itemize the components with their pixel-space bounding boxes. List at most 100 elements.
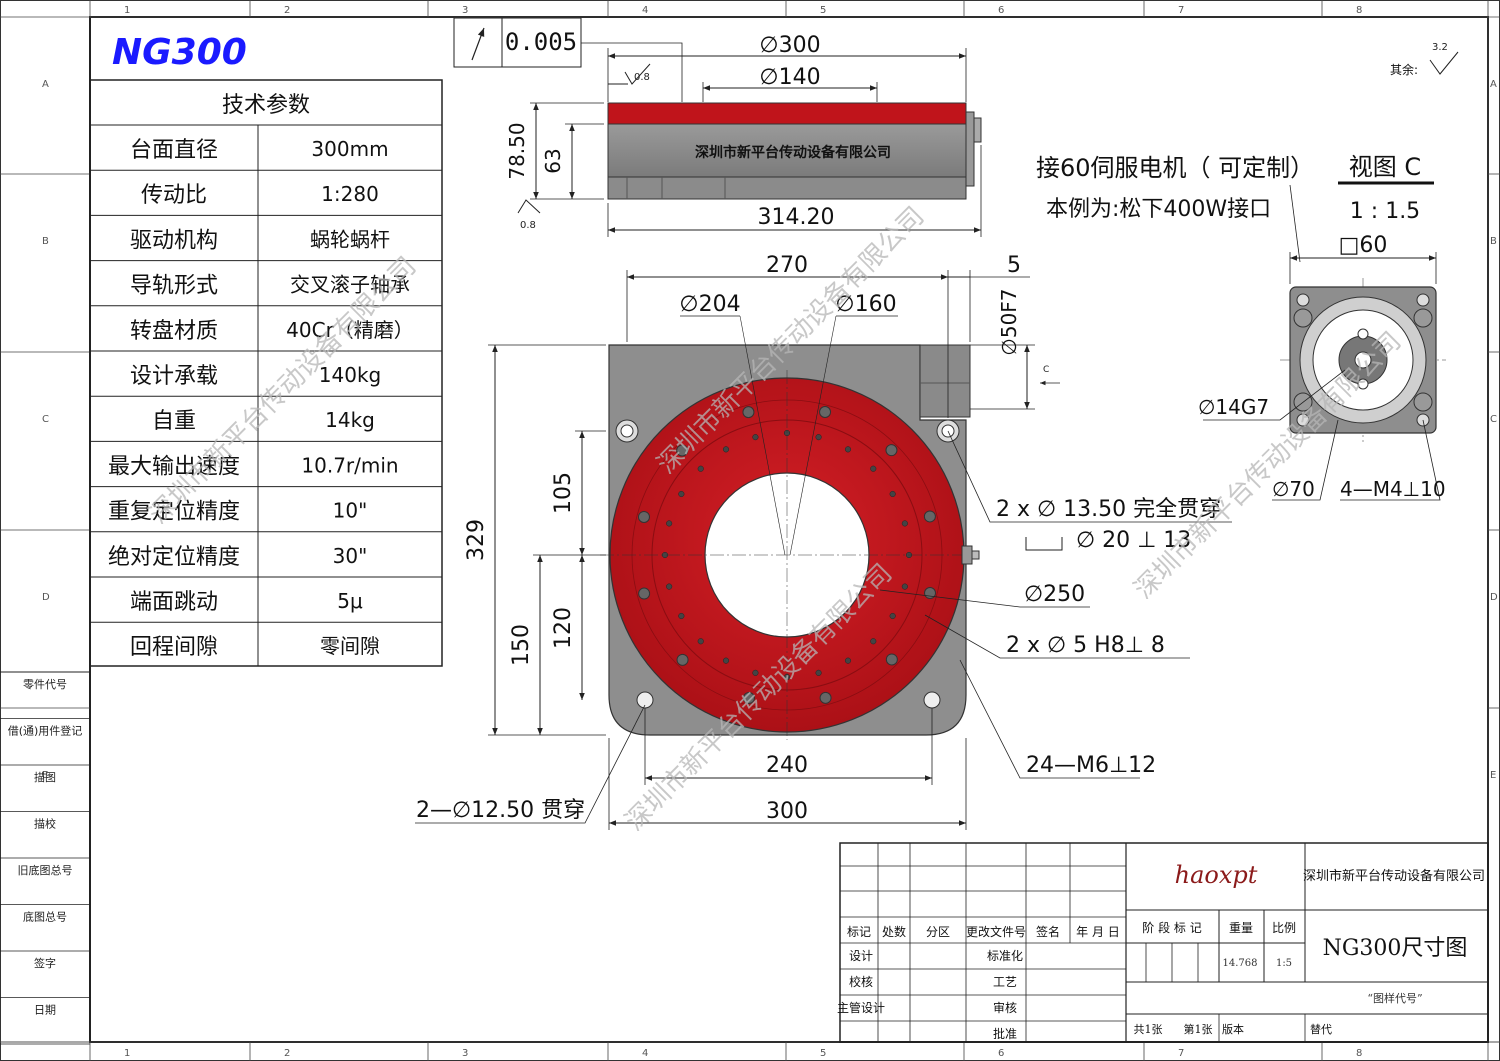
inner-bolt-hole	[666, 520, 673, 527]
inner-bolt-hole	[722, 657, 730, 664]
sheet-number: 第1张	[1184, 1022, 1213, 1036]
finish-symbol-bottom: 0.8	[517, 199, 541, 231]
top-view: 270 5 ∅204 ∅160 ∅50F7 C 329 105 120 150	[415, 253, 1446, 830]
side-strip-label: 日期	[34, 1004, 56, 1017]
spec-value: 140kg	[319, 363, 381, 387]
inner-bolt-hole	[697, 465, 704, 472]
spec-label: 传动比	[141, 183, 207, 208]
inner-bolt-hole	[678, 612, 685, 620]
spec-label: 回程间隙	[130, 635, 218, 660]
spec-value: 零间隙	[320, 634, 380, 658]
general-surface-finish: 其余: 3.2	[1390, 42, 1459, 77]
outer-bolt-hole	[819, 405, 832, 418]
spec-label: 驱动机构	[130, 228, 218, 253]
side-strip-label: 借(通)用件登记	[8, 724, 83, 738]
svg-text:深圳市新平台传动设备有限公司: 深圳市新平台传动设备有限公司	[1129, 326, 1408, 605]
motor-note-line1: 接60伺服电机（ 可定制）	[1036, 154, 1314, 182]
grid-row-label: B	[1490, 236, 1497, 247]
grid-col-label: 1	[124, 5, 130, 16]
side-pin	[961, 545, 980, 565]
dim-height-329: 329	[464, 519, 489, 561]
note-counterbore: ∅ 20 ⊥ 13	[1076, 528, 1191, 553]
grid-row-label: C	[1490, 414, 1497, 425]
dim-square-60: □60	[1339, 233, 1388, 258]
note-dia-250: ∅250	[1024, 582, 1085, 607]
spec-value: 40Cr（精磨）	[286, 318, 414, 342]
inner-bolt-hole	[870, 638, 877, 645]
grid-col-label: 2	[284, 5, 290, 16]
inner-bolt-hole	[697, 638, 704, 645]
dim-width-5: 5	[1007, 253, 1021, 278]
dim-dia-160: ∅160	[835, 292, 896, 317]
motor-mount-holes	[1293, 293, 1433, 427]
version-label: 版本	[1222, 1022, 1244, 1036]
grid-col-label: 1	[124, 1048, 130, 1059]
outer-bolt-hole	[638, 587, 651, 600]
inner-bolt-hole	[752, 434, 759, 441]
spec-label: 台面直径	[130, 138, 218, 163]
spec-label: 最大输出速度	[108, 454, 240, 479]
grid-row-label: D	[1490, 592, 1498, 603]
outer-bolt-hole	[637, 510, 650, 523]
spec-value: 300mm	[311, 137, 388, 161]
front-body	[607, 123, 967, 178]
grid-col-label: 5	[820, 1048, 826, 1059]
note-m6-threads: 24—M6⊥12	[1026, 753, 1156, 778]
title-block-role: 批准	[993, 1026, 1017, 1041]
drawing-code: “图样代号”	[1367, 991, 1422, 1005]
weight-label: 重量	[1229, 921, 1253, 935]
spec-value: 蜗轮蜗杆	[310, 227, 390, 251]
note-through-holes-13-50: 2 x ∅ 13.50 完全贯穿	[996, 497, 1221, 522]
grid-row-label: B	[42, 236, 49, 247]
inner-bolt-hole	[678, 490, 685, 498]
dim-dia-300: ∅300	[759, 33, 820, 58]
dim-dia-70: ∅70	[1272, 477, 1315, 501]
dim-dia-204: ∅204	[679, 292, 740, 317]
svg-text:0.8: 0.8	[520, 220, 536, 231]
spec-label: 自重	[152, 409, 196, 434]
grid-col-label: 5	[820, 5, 826, 16]
title-block-header: 分区	[926, 925, 950, 939]
grid-col-label: 2	[284, 1048, 290, 1059]
grid-row-label: A	[1490, 79, 1497, 90]
dim-height-78-50: 78.50	[505, 122, 529, 179]
dim-150: 150	[509, 624, 534, 666]
grid-col-label: 7	[1178, 1048, 1184, 1059]
spec-value: 10"	[333, 499, 368, 523]
inner-bolt-hole	[870, 465, 877, 472]
inner-bolt-hole	[844, 446, 852, 453]
spec-value: 14kg	[325, 408, 375, 432]
dim-shaft-50f7: ∅50F7	[997, 288, 1021, 355]
shaft-housing	[919, 344, 971, 418]
title-block-grid: 标记处数分区更改文件号签名年 月 日设计校核主管设计标准化工艺审核批准	[837, 843, 1126, 1042]
inner-bolt-hole	[889, 490, 896, 498]
outer-bolt-hole	[742, 406, 755, 419]
dim-105: 105	[551, 472, 576, 514]
inner-bolt-hole	[752, 669, 759, 676]
spec-label: 转盘材质	[130, 319, 218, 344]
dim-dia-14g7: ∅14G7	[1198, 395, 1269, 419]
side-strip-label: 签字	[34, 956, 56, 970]
title-block-role: 标准化	[987, 949, 1023, 963]
motor-note-line2: 本例为:松下400W接口	[1046, 197, 1271, 222]
note-m4: 4—M4⊥10	[1340, 477, 1446, 501]
grid-row-label: E	[1490, 770, 1496, 781]
inner-bolt-hole	[889, 612, 896, 620]
title-block-role: 主管设计	[837, 1000, 885, 1015]
inner-bolt-hole	[901, 520, 908, 527]
inner-bolt-hole	[815, 669, 822, 676]
title-block-header: 更改文件号	[966, 924, 1026, 939]
view-c-title: 视图 C	[1349, 153, 1421, 181]
grid-col-label: 8	[1356, 1048, 1362, 1059]
motor-view-c: 接60伺服电机（ 可定制） 本例为:松下400W接口 视图 C 1 : 1.5 …	[1036, 153, 1446, 501]
spec-value: 交叉滚子轴承	[290, 273, 410, 297]
outer-bolt-hole	[923, 510, 936, 523]
grid-col-label: 3	[462, 1048, 468, 1059]
svg-text:0.8: 0.8	[634, 72, 650, 83]
scale-label: 比例	[1272, 921, 1296, 935]
outer-bolt-hole	[742, 692, 755, 705]
